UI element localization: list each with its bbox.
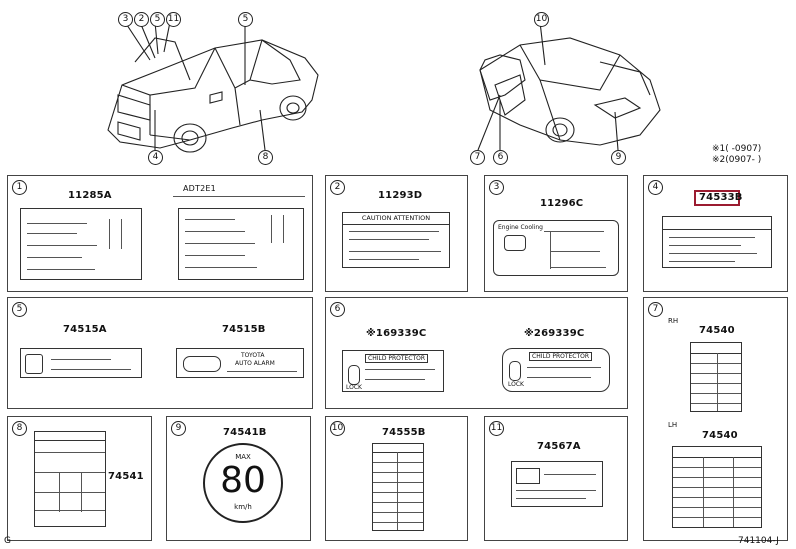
panel-5: 5 74515A 74515B TOYOTA AUTO ALARM	[7, 297, 313, 409]
caution-label: CAUTION ATTENTION	[342, 212, 450, 268]
label-sticker	[662, 216, 772, 268]
alarm-brand: TOYOTA	[241, 352, 265, 359]
callout-circle: 8	[258, 150, 273, 165]
child-protector-label: CHILD PROTECTOR LOCK	[502, 348, 610, 392]
part-number: 74540	[702, 430, 738, 441]
vehicle-illustrations	[107, 21, 661, 153]
callout-circle: 10	[534, 12, 549, 27]
callout-circle: 7	[470, 150, 485, 165]
lock-text: LOCK	[346, 384, 362, 391]
callout-circle: 9	[611, 150, 626, 165]
speed-max-text: MAX	[235, 453, 251, 461]
panel-4: 4 74533B	[643, 175, 788, 292]
part-number: 74515A	[63, 324, 107, 335]
side-label-rh: RH	[668, 317, 679, 325]
child-protector-label: CHILD PROTECTOR LOCK	[342, 350, 444, 392]
panel-6: 6 ※169339C ※269339C CHILD PROTECTOR LOCK…	[325, 297, 628, 409]
panel-8: 8 74541	[7, 416, 152, 541]
label-sticker	[178, 208, 304, 280]
alarm-label: TOYOTA AUTO ALARM	[176, 348, 304, 378]
part-number: 74515B	[222, 324, 266, 335]
part-number: 11296C	[540, 198, 584, 209]
side-label-lh: LH	[668, 421, 678, 429]
callout-circle: 6	[493, 150, 508, 165]
panel-number: 3	[489, 180, 504, 195]
note-line: ※1( -0907)	[712, 144, 762, 154]
callout-circle: 3	[118, 12, 133, 27]
child-protector-text: CHILD PROTECTOR	[529, 352, 593, 361]
child-protector-text: CHILD PROTECTOR	[365, 354, 429, 363]
lock-text: LOCK	[508, 381, 524, 388]
highlight-box	[694, 190, 740, 206]
alarm-text: AUTO ALARM	[235, 360, 275, 367]
part-number: 11285A	[68, 190, 112, 201]
label-sticker	[20, 348, 142, 378]
label-sticker	[372, 443, 424, 531]
speed-unit: km/h	[234, 503, 252, 511]
panel-7: 7 RH 74540 LH 74540	[643, 297, 788, 541]
part-number: ADT2E1	[183, 184, 216, 193]
callout-circle: 4	[148, 150, 163, 165]
lever-icon	[509, 361, 521, 381]
part-number: 74541	[108, 471, 144, 482]
panel-number: 5	[12, 302, 27, 317]
part-number: 74541B	[223, 427, 267, 438]
footer-diagram-code: 741104-J	[738, 536, 779, 546]
label-sticker	[20, 208, 142, 280]
engine-icon	[504, 235, 526, 251]
callout-circle: 2	[134, 12, 149, 27]
part-number: ※169339C	[366, 328, 427, 339]
engine-label: Engine Cooling	[493, 220, 619, 276]
part-number: 11293D	[378, 190, 423, 201]
code-box	[516, 468, 540, 484]
panel-9: 9 74541B MAX 80 km/h	[166, 416, 311, 541]
panel-3: 3 11296C Engine Cooling	[484, 175, 628, 292]
tire-label	[690, 342, 742, 412]
panel-number: 8	[12, 421, 27, 436]
footer-left-code: G	[4, 536, 11, 546]
panel-11: 11 74567A	[484, 416, 628, 541]
panel-number: 2	[330, 180, 345, 195]
speed-limit-sign: MAX 80 km/h	[203, 443, 283, 523]
caution-heading: CAUTION ATTENTION	[343, 213, 449, 225]
part-number: 74555B	[382, 427, 426, 438]
label-sticker	[34, 431, 106, 527]
rear-car-drawing	[477, 21, 661, 151]
panel-number: 6	[330, 302, 345, 317]
note-line: ※2(0907- )	[712, 155, 762, 165]
car-icon	[183, 356, 221, 372]
part-number: 74533B	[699, 192, 743, 203]
panel-number: 9	[171, 421, 186, 436]
callout-circle: 5	[238, 12, 253, 27]
panel-10: 10 74555B	[325, 416, 468, 541]
lock-icon	[25, 354, 43, 374]
lever-icon	[348, 365, 360, 385]
callout-circle: 11	[166, 12, 181, 27]
panel-1: 1 11285A ADT2E1	[7, 175, 313, 292]
part-number: 74567A	[537, 441, 581, 452]
tire-label	[672, 446, 762, 528]
panel-number: 10	[330, 421, 345, 436]
part-number: ※269339C	[524, 328, 585, 339]
panel-number: 4	[648, 180, 663, 195]
panel-number: 1	[12, 180, 27, 195]
label-sticker	[511, 461, 603, 507]
part-number: 74540	[699, 325, 735, 336]
callout-circle: 5	[150, 12, 165, 27]
front-car-drawing	[107, 21, 319, 153]
panel-number: 7	[648, 302, 663, 317]
panel-number: 11	[489, 421, 504, 436]
engine-label-text: Engine Cooling	[498, 224, 543, 231]
speed-value: 80	[220, 460, 266, 501]
panel-2: 2 11293D CAUTION ATTENTION	[325, 175, 468, 292]
